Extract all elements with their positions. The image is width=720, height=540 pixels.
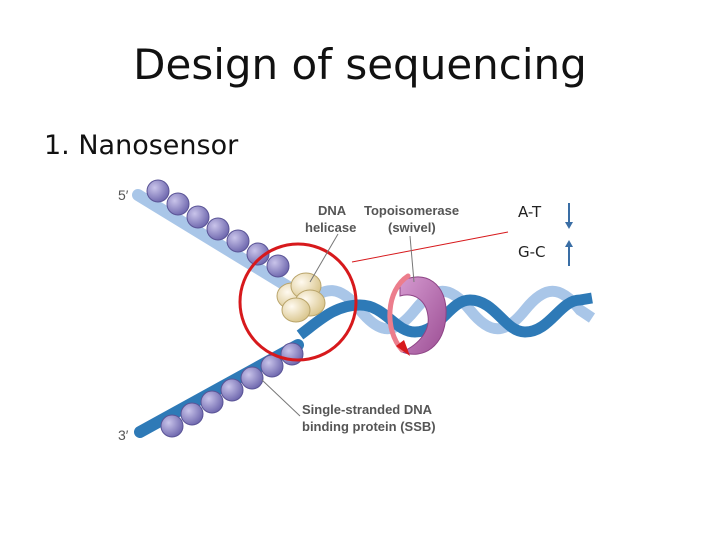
down-arrow-icon	[565, 203, 573, 229]
up-arrow-icon	[565, 240, 573, 266]
ssb-protein	[206, 217, 230, 241]
legend-gc-label: G-C	[518, 243, 546, 261]
ssb-proteins-upper	[146, 179, 290, 278]
highlight-pointer-line	[351, 231, 509, 263]
swivel-arrowhead-icon	[396, 340, 410, 356]
helicase-highlight-circle	[238, 242, 358, 362]
topoisomerase-protein	[387, 273, 447, 356]
ssb-protein	[266, 254, 290, 278]
ssb-leader-line	[261, 379, 301, 417]
helicase-label-line1: DNA	[318, 203, 347, 218]
ssb-protein	[220, 378, 244, 402]
slide-title: Design of sequencing	[133, 40, 587, 89]
swivel-arrow	[387, 273, 411, 353]
ssb-protein	[226, 229, 250, 253]
helicase-lobe	[281, 297, 311, 323]
ssb-protein	[180, 402, 204, 426]
five-prime-label: 5′	[118, 187, 129, 203]
ssb-protein	[200, 390, 224, 414]
legend-at-label: A-T	[518, 203, 542, 221]
ssb-protein	[166, 192, 190, 216]
topoisomerase-leader-line	[409, 235, 415, 283]
slide-subtitle: 1. Nanosensor	[44, 130, 239, 161]
ssb-protein	[146, 179, 170, 203]
helicase-label-line2: helicase	[305, 220, 356, 235]
topoisomerase-label-line1: Topoisomerase	[364, 203, 459, 218]
three-prime-label: 3′	[118, 427, 129, 443]
ssb-label-line2: binding protein (SSB)	[302, 419, 436, 434]
ssb-protein	[240, 366, 264, 390]
topoisomerase-label-line2: (swivel)	[388, 220, 436, 235]
ssb-protein	[246, 242, 270, 266]
ssb-protein	[186, 205, 210, 229]
ssb-label-line1: Single-stranded DNA	[302, 402, 433, 417]
ssb-proteins-lower	[160, 342, 304, 438]
helicase-leader-line	[309, 233, 339, 283]
ssb-protein	[160, 414, 184, 438]
helicase-protein	[276, 272, 326, 323]
ssb-protein	[280, 342, 304, 366]
